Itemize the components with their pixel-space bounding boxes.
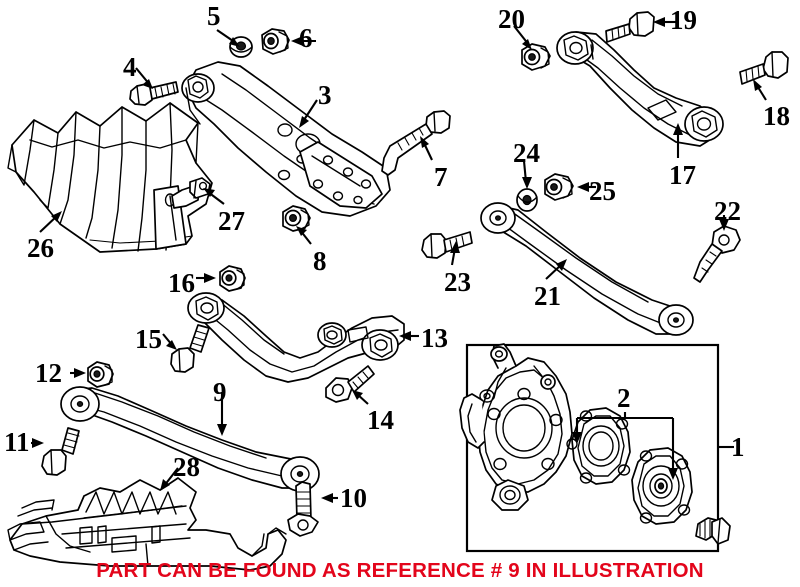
callout-label-3[interactable]: 3 [318,80,332,110]
callout-label-27[interactable]: 27 [218,206,245,236]
part-toe-link-21 [480,202,694,336]
part-nut-8 [282,205,311,232]
part-heat-shield [7,102,213,253]
part-hub-bolt [695,517,731,545]
callout-label-25[interactable]: 25 [589,176,616,206]
callout-label-8[interactable]: 8 [313,246,327,276]
part-wheel-hub-front [566,407,631,485]
callout-label-15[interactable]: 15 [135,324,162,354]
part-bolt-15 [170,324,210,373]
part-nut-16 [219,265,246,292]
part-upper-arm-17 [556,31,724,147]
callout-label-13[interactable]: 13 [421,323,448,353]
part-bolt-14 [325,365,375,403]
part-bolt-19 [605,11,655,43]
callout-label-7[interactable]: 7 [434,162,448,192]
part-lateral-link-9 [60,386,320,492]
part-wheel-hub-rear [631,447,693,525]
callout-label-10[interactable]: 10 [340,483,367,513]
part-bolt-4 [129,81,179,106]
callout-label-18[interactable]: 18 [763,101,790,131]
reference-caption: PART CAN BE FOUND AS REFERENCE # 9 IN IL… [96,559,704,582]
callout-label-19[interactable]: 19 [670,5,697,35]
part-bolt-23 [421,231,473,259]
callout-label-6[interactable]: 6 [299,23,313,53]
part-nut-6 [261,28,290,55]
callout-label-20[interactable]: 20 [498,4,525,34]
callout-label-2[interactable]: 2 [617,383,631,413]
callout-label-14[interactable]: 14 [367,405,394,435]
callout-label-24[interactable]: 24 [513,138,540,168]
callout-label-16[interactable]: 16 [168,268,195,298]
callout-label-1[interactable]: 1 [731,432,745,462]
callout-label-23[interactable]: 23 [444,267,471,297]
part-bolt-11 [41,427,80,476]
callout-label-28[interactable]: 28 [173,452,200,482]
leader-lines [31,17,767,503]
part-nut-12 [87,361,114,388]
part-lower-control-arm [181,61,391,217]
callout-label-9[interactable]: 9 [213,377,227,407]
part-nut-20 [521,43,551,71]
callout-label-12[interactable]: 12 [35,358,62,388]
callout-label-5[interactable]: 5 [207,1,221,31]
callout-label-22[interactable]: 22 [714,196,741,226]
callout-label-11[interactable]: 11 [4,427,30,457]
callout-label-21[interactable]: 21 [534,281,561,311]
part-bolt-18 [739,51,789,85]
callout-label-4[interactable]: 4 [123,52,137,82]
part-bolt-7 [381,110,451,176]
part-upper-control-arm-13 [187,292,405,383]
callout-label-26[interactable]: 26 [27,233,54,263]
part-bolt-22 [693,225,741,283]
part-screw-10 [287,481,319,537]
part-washer-24 [516,188,538,212]
callout-label-17[interactable]: 17 [669,160,696,190]
part-steering-knuckle [459,343,573,511]
part-subframe-bracket-28 [7,477,287,571]
part-nut-25 [544,173,574,201]
